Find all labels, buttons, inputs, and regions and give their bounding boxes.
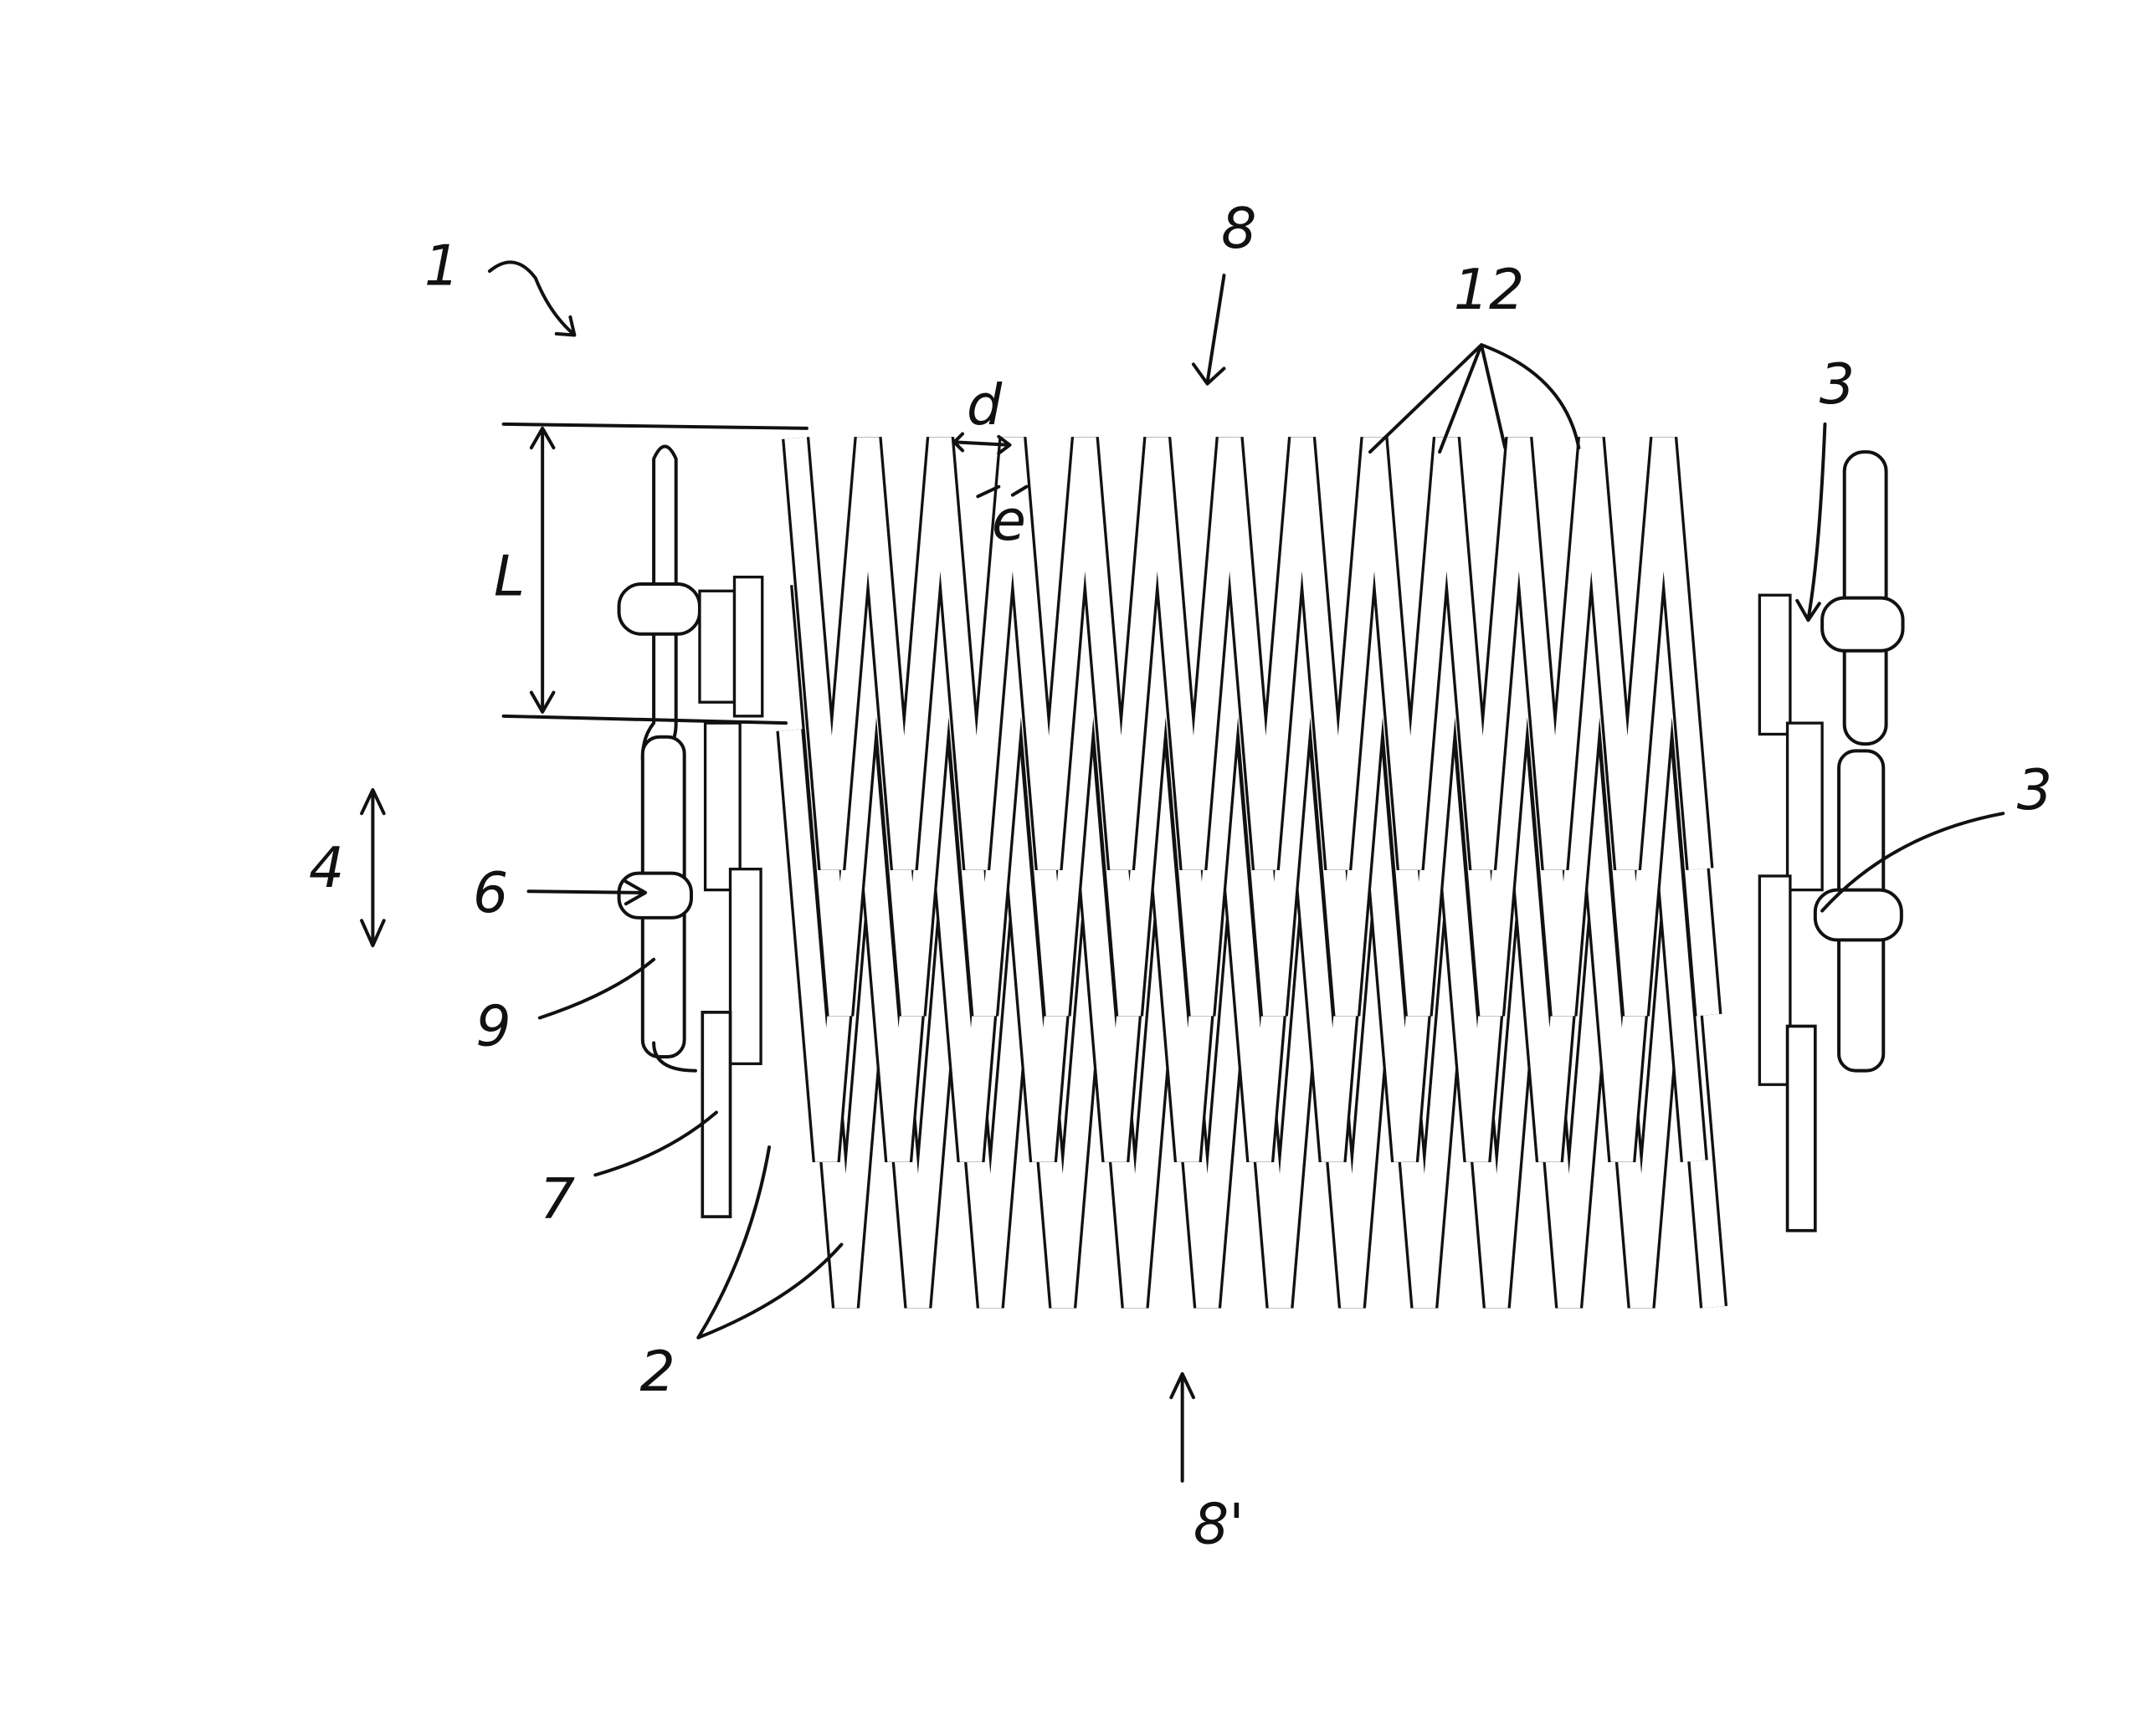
label-rows: 2: [639, 1339, 675, 1404]
label-length: L: [494, 543, 525, 608]
label-thickness-e: e: [992, 488, 1026, 553]
label-bar: 7: [540, 1166, 575, 1232]
label-clamp: 6: [473, 860, 508, 925]
label-direction: 4: [309, 835, 344, 900]
left-header-pipe: [617, 444, 764, 1218]
label-pipe: 9: [475, 994, 511, 1059]
right-header-pipe: [1758, 450, 1905, 1232]
upper-clamp: [617, 582, 701, 636]
label-assembly: 1: [424, 233, 459, 299]
label-gap-d: d: [967, 372, 1003, 438]
label-clip-lower: 3: [2017, 757, 2052, 823]
label-flow-in: 8: [1221, 196, 1256, 261]
label-clip-upper: 3: [1820, 351, 1855, 417]
clip-3-lower: [1813, 888, 1903, 942]
clip-3-upper: [1820, 596, 1905, 653]
zigzag-strip-rows: [776, 437, 1728, 1309]
zigzag-row-4: [784, 437, 1712, 870]
label-strips: 12: [1454, 257, 1525, 322]
annotations: 1 8 12 3 3 L d e 4 6 9 7 2 8': [309, 196, 2052, 1557]
label-flow-out: 8': [1194, 1492, 1245, 1557]
clamp-6: [617, 871, 693, 920]
